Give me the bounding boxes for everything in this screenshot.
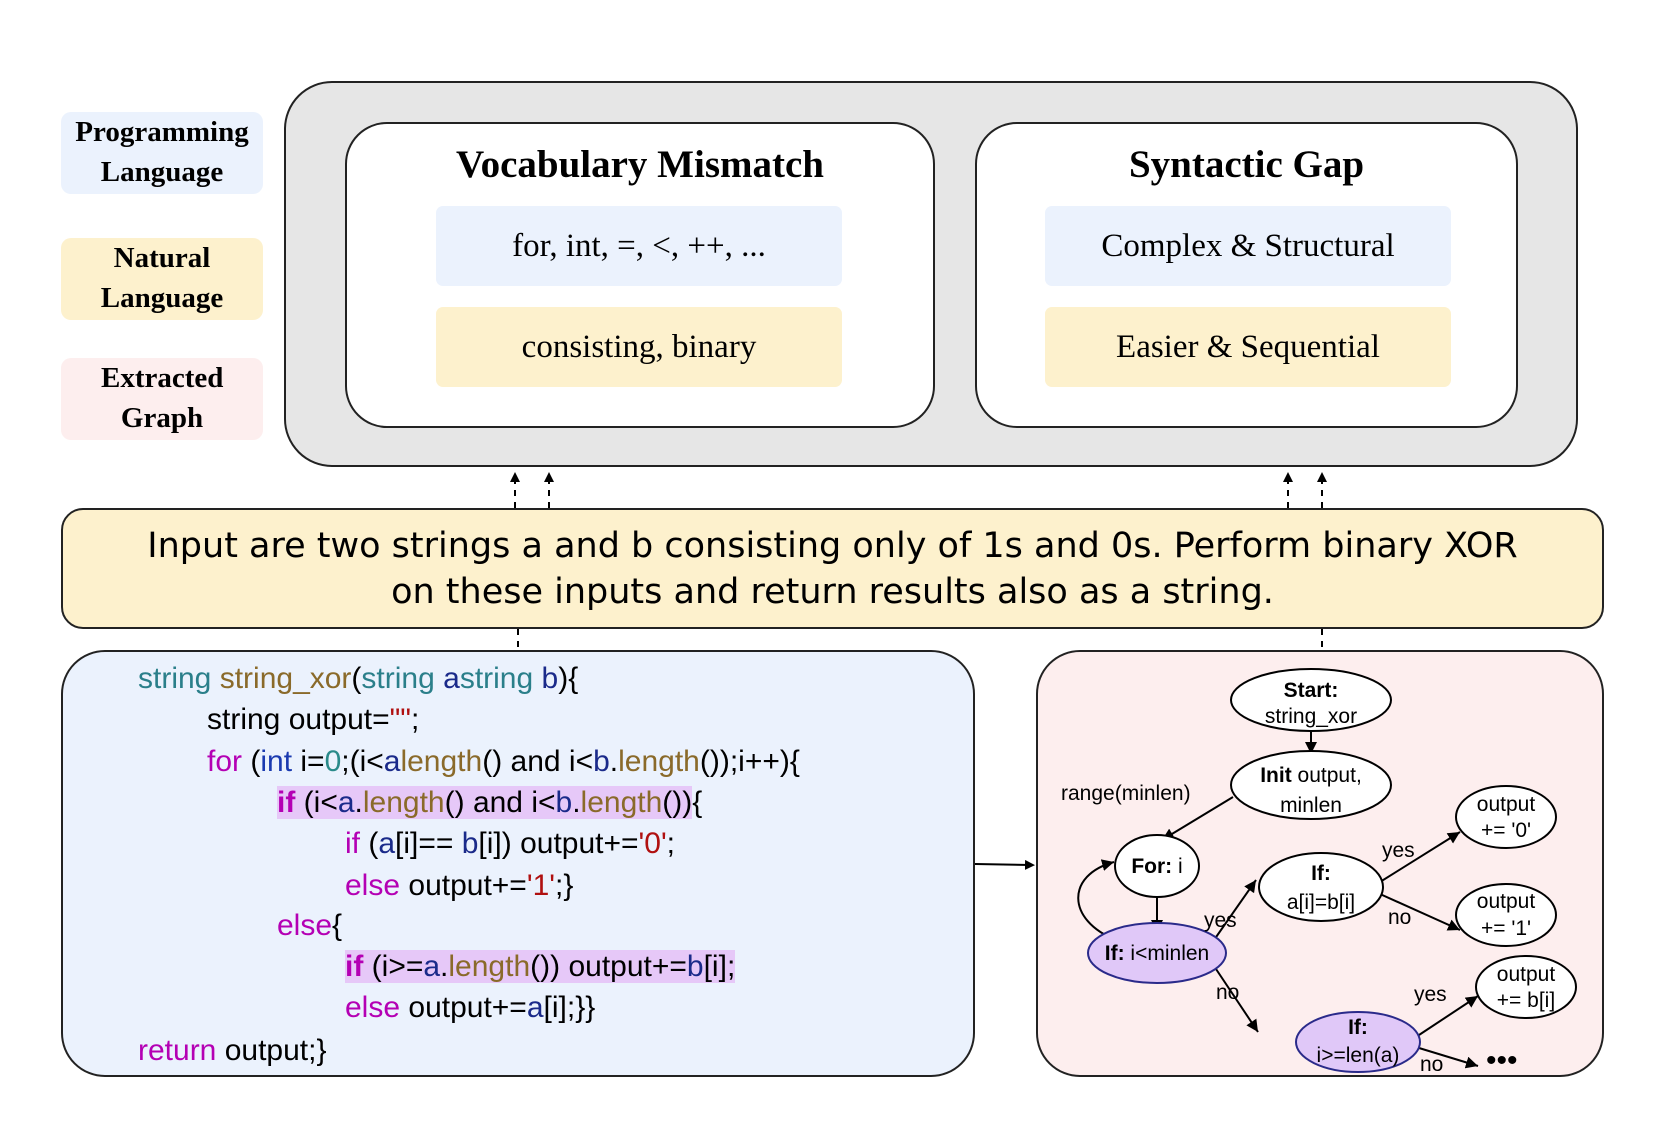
ifeq-label: If: (1311, 862, 1331, 885)
yes-edge-label-1: yes (1204, 909, 1237, 932)
edge-loop-back (1077, 859, 1117, 941)
ifmin-label: If: i<minlen (1105, 942, 1209, 965)
arrow-code-to-graph (974, 859, 1035, 870)
out0-sub-label: += '0' (1481, 819, 1531, 842)
legend-programming-language: Programming Language (61, 112, 263, 194)
out1-label: output (1477, 890, 1536, 913)
code-line-7: else{ (277, 909, 343, 942)
legend-programming-label: Programming Language (75, 116, 249, 188)
node-init (1230, 750, 1392, 820)
code-line-1: string string_xor(string astring b){ (138, 662, 579, 695)
range-edge-label: range(minlen) (1061, 782, 1191, 805)
yes-edge-label-2: yes (1382, 839, 1415, 862)
code-line-5: if (a[i]== b[i]) output+='0'; (345, 827, 676, 860)
ifeq-sub-label: a[i]=b[i] (1287, 891, 1355, 914)
edge-init-for (1161, 796, 1234, 841)
code-line-4: if (i<a.length() and i<b.length()){ (277, 786, 703, 819)
no-edge-label-3: no (1420, 1053, 1443, 1076)
node-if-ge (1295, 1011, 1421, 1073)
edge-ifeq-out0 (1379, 831, 1461, 883)
ifge-label: If: (1348, 1016, 1368, 1039)
edge-ifeq-out1 (1379, 893, 1461, 931)
syntactic-gap-title: Syntactic Gap (1128, 143, 1365, 186)
for-label: For: i (1131, 855, 1182, 878)
syntactic-gap-panel: Syntactic Gap Complex & Structural Easie… (975, 122, 1518, 428)
code-line-8: if (i>=a.length()) output+=b[i]; (345, 950, 736, 983)
vocab-pl-chip: for, int, =, <, ++, ... (436, 206, 842, 286)
init-label: Init output, (1260, 764, 1362, 787)
node-start (1230, 668, 1392, 732)
edge-ifmin-ifge (1213, 965, 1259, 1033)
no-edge-label-2: no (1388, 906, 1411, 929)
edge-ifge-next (1418, 1047, 1479, 1069)
node-output-0 (1455, 785, 1557, 849)
edge-ifmin-ifeq (1213, 879, 1257, 941)
init-sub-label: minlen (1280, 794, 1342, 817)
code-line-9: else output+=a[i];}} (345, 991, 596, 1024)
node-if-equal (1258, 852, 1384, 922)
node-output-b (1475, 955, 1577, 1019)
start-label: Start: (1284, 679, 1339, 702)
edge-ifge-outb (1418, 995, 1479, 1036)
nl-line-2: on these inputs and return results also … (391, 572, 1274, 612)
nl-line-1: Input are two strings a and b consisting… (147, 526, 1518, 566)
legend-natural-label: Natural Language (100, 242, 224, 314)
legend-natural-language: Natural Language (61, 238, 263, 320)
syntax-nl-chip: Easier & Sequential (1045, 307, 1451, 387)
code-line-2: string output=""; (207, 703, 420, 736)
no-edge-label-1: no (1216, 981, 1239, 1004)
start-sub-label: string_xor (1265, 705, 1357, 728)
control-flow-graph: Start: string_xor Init output, minlen Fo… (1061, 668, 1577, 1077)
vocabulary-mismatch-title: Vocabulary Mismatch (456, 143, 824, 186)
code-line-6: else output+='1';} (345, 869, 574, 902)
out0-label: output (1477, 793, 1536, 816)
syntax-pl-chip: Complex & Structural (1045, 206, 1451, 286)
legend-graph-label: Extracted Graph (101, 362, 224, 434)
code-block: string string_xor(string astring b){ str… (61, 650, 975, 1077)
vocab-nl-chip: consisting, binary (436, 307, 842, 387)
node-output-1 (1455, 883, 1557, 947)
ifge-sub-label: i>=len(a) (1317, 1044, 1400, 1067)
legend-extracted-graph: Extracted Graph (61, 358, 263, 440)
ellipsis-dots: ••• (1486, 1044, 1518, 1077)
node-if-minlen (1087, 922, 1227, 984)
out1-sub-label: += '1' (1481, 917, 1531, 940)
code-line-3: for (int i=0;(i<alength() and i<b.length… (207, 745, 800, 778)
yes-edge-label-3: yes (1414, 983, 1447, 1006)
code-line-10: return output;} (138, 1034, 327, 1067)
vocabulary-mismatch-panel: Vocabulary Mismatch for, int, =, <, ++, … (345, 122, 935, 428)
natural-language-description: Input are two strings a and b consisting… (61, 508, 1604, 629)
outb-sub-label: += b[i] (1497, 989, 1555, 1012)
node-for (1114, 834, 1200, 898)
outb-label: output (1497, 963, 1556, 986)
